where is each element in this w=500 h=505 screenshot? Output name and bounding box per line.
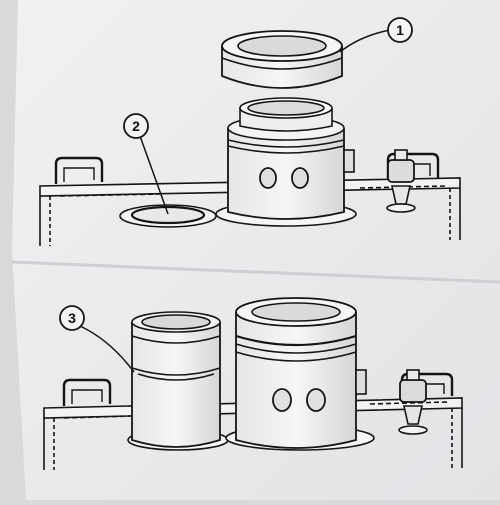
part-3-pipe	[131, 311, 221, 448]
top-main-cylinder	[227, 97, 355, 220]
top-port-right	[291, 167, 309, 189]
callout-3: 3	[59, 305, 135, 373]
callout-2: 2	[123, 113, 169, 215]
top-figure	[39, 30, 461, 246]
callout-3-label: 3	[68, 310, 76, 326]
bottom-valve	[398, 369, 428, 435]
callout-1-label: 1	[396, 22, 404, 38]
top-right-handle	[386, 152, 440, 180]
top-left-handle	[54, 156, 104, 184]
top-valve	[386, 149, 416, 213]
paper-fold	[11, 260, 500, 284]
callout-2-label: 2	[132, 118, 140, 134]
top-port-left	[259, 167, 277, 189]
bottom-main-cylinder	[235, 297, 367, 449]
bottom-port-left	[272, 388, 292, 412]
bottom-left-handle	[62, 378, 112, 406]
bottom-right-handle	[400, 372, 454, 398]
callout-1: 1	[339, 17, 413, 53]
bottom-port-right	[306, 388, 326, 412]
part-2-gasket	[130, 205, 206, 225]
bottom-figure	[43, 297, 463, 470]
part-1-ring	[221, 30, 343, 89]
